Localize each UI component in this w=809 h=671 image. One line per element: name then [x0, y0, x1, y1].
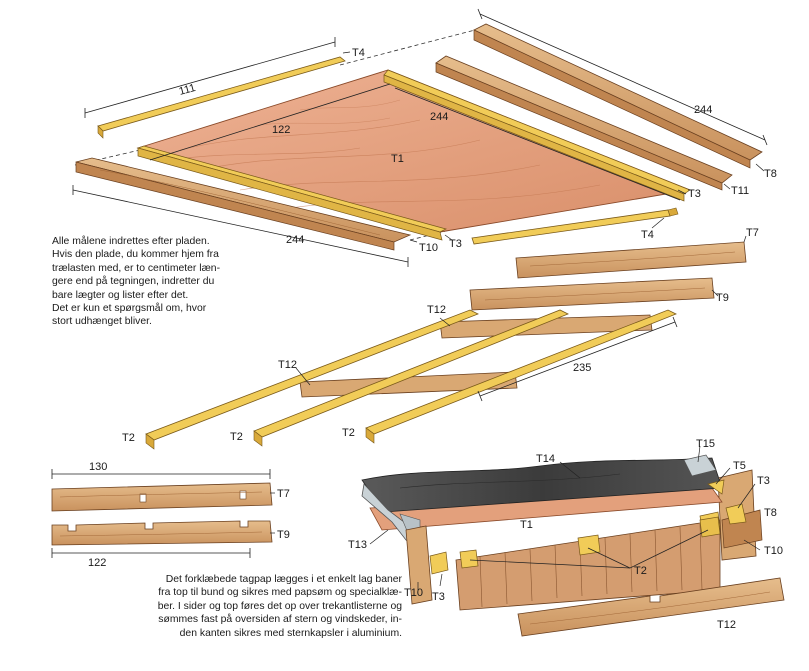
- dimension-130: [51, 469, 271, 479]
- detail-t9: [51, 520, 273, 546]
- roofing-line: ber. I sider og top føres det op over tr…: [157, 600, 402, 612]
- intro-line: bare lægter og lister efter det.: [52, 289, 189, 301]
- label-t7-top: T7: [746, 227, 759, 239]
- diagram-labels: T4 111 122 244 244 T1 244 T8 T11 T3 T10 …: [88, 47, 783, 631]
- label-t4-bottom: T4: [641, 229, 654, 241]
- label-t1-section: T1: [520, 519, 533, 531]
- roofing-note: Det forklæbede tagpap lægges i et enkelt…: [140, 573, 402, 640]
- roofing-line: Det forklæbede tagpap lægges i et enkelt…: [165, 574, 402, 585]
- intro-line: trælasten med, er to centimeter læn-: [52, 262, 221, 274]
- plank-t10-top: [75, 157, 412, 251]
- section-view: [361, 454, 785, 637]
- intro-line: Alle målene indrettes efter pladen.: [52, 236, 210, 247]
- label-t3-section-right: T3: [757, 475, 770, 487]
- label-t3-section-left: T3: [432, 591, 445, 603]
- triangle-strip-t3-right: [383, 69, 691, 202]
- batten-t4-bottom: [471, 207, 679, 245]
- label-dim-244-right: 244: [694, 104, 712, 116]
- label-t7-detail: T7: [277, 488, 290, 500]
- label-t4-top: T4: [352, 47, 365, 59]
- detail-t7: [51, 482, 273, 512]
- label-t9-detail: T9: [277, 529, 290, 541]
- label-t3-top-right: T3: [688, 188, 701, 200]
- label-t2-b: T2: [230, 431, 243, 443]
- plank-t8: [473, 23, 763, 169]
- label-t15: T15: [696, 438, 715, 450]
- label-t10-section-left: T10: [404, 587, 423, 599]
- intro-line: Hvis den plade, du kommer hjem fra: [52, 249, 219, 261]
- plank-t11: [435, 55, 733, 191]
- plank-t7: [515, 241, 747, 279]
- label-dim-111: 111: [178, 82, 197, 98]
- leader-lines: [270, 51, 765, 590]
- roofing-line: sømmes fast på oversiden af stern og vin…: [158, 614, 402, 626]
- label-t5: T5: [733, 460, 746, 472]
- label-t12-frame: T12: [427, 304, 446, 316]
- label-t2-c: T2: [342, 427, 355, 439]
- label-t10-section-right: T10: [764, 545, 783, 557]
- dimension-111: [84, 37, 336, 118]
- label-t12-section: T12: [717, 619, 736, 631]
- label-dim-235: 235: [573, 362, 591, 374]
- label-t8-top: T8: [764, 168, 777, 180]
- dimension-244-right: [477, 8, 768, 146]
- dimension-244-plate: [394, 87, 681, 201]
- label-t3-top-mid: T3: [449, 238, 462, 250]
- roofing-line: den kanten sikres med sternkapsler i alu…: [179, 627, 402, 639]
- label-t2-a: T2: [122, 432, 135, 444]
- label-t1-top: T1: [391, 153, 404, 165]
- label-dim-244-left: 244: [286, 234, 304, 246]
- label-t2-section: T2: [634, 565, 647, 577]
- label-t14: T14: [536, 453, 555, 465]
- intro-line: gere end på tegningen, indretter du: [52, 276, 215, 288]
- batten-frame: [145, 309, 677, 450]
- label-t11-top: T11: [731, 185, 749, 197]
- label-t10-top: T10: [419, 242, 438, 254]
- label-t9-top: T9: [716, 292, 729, 304]
- label-dim-122-bottom: 122: [88, 557, 106, 569]
- label-dim-122-top: 122: [272, 124, 290, 136]
- label-t8-section: T8: [764, 507, 777, 519]
- dimension-235: [477, 316, 678, 402]
- roofing-line: fra top til bund og sikres med papsøm og…: [158, 587, 402, 599]
- label-t13: T13: [348, 539, 367, 551]
- intro-note: Alle målene indrettes efter pladen. Hvis…: [52, 235, 242, 329]
- label-t12-frame-2: T12: [278, 359, 297, 371]
- intro-line: Det er kun et spørgsmål om, hvor: [52, 303, 207, 315]
- plank-t9: [469, 277, 715, 311]
- dimension-244-left: [72, 185, 409, 267]
- label-dim-244-plate: 244: [430, 111, 448, 123]
- dimension-122-top: [149, 83, 391, 161]
- intro-line: stort udhænget bliver.: [52, 316, 152, 328]
- dimension-122-bottom: [51, 548, 251, 558]
- label-dim-130: 130: [89, 461, 107, 473]
- triangle-strip-t3-left: [136, 145, 447, 241]
- batten-t4-top: [97, 56, 346, 139]
